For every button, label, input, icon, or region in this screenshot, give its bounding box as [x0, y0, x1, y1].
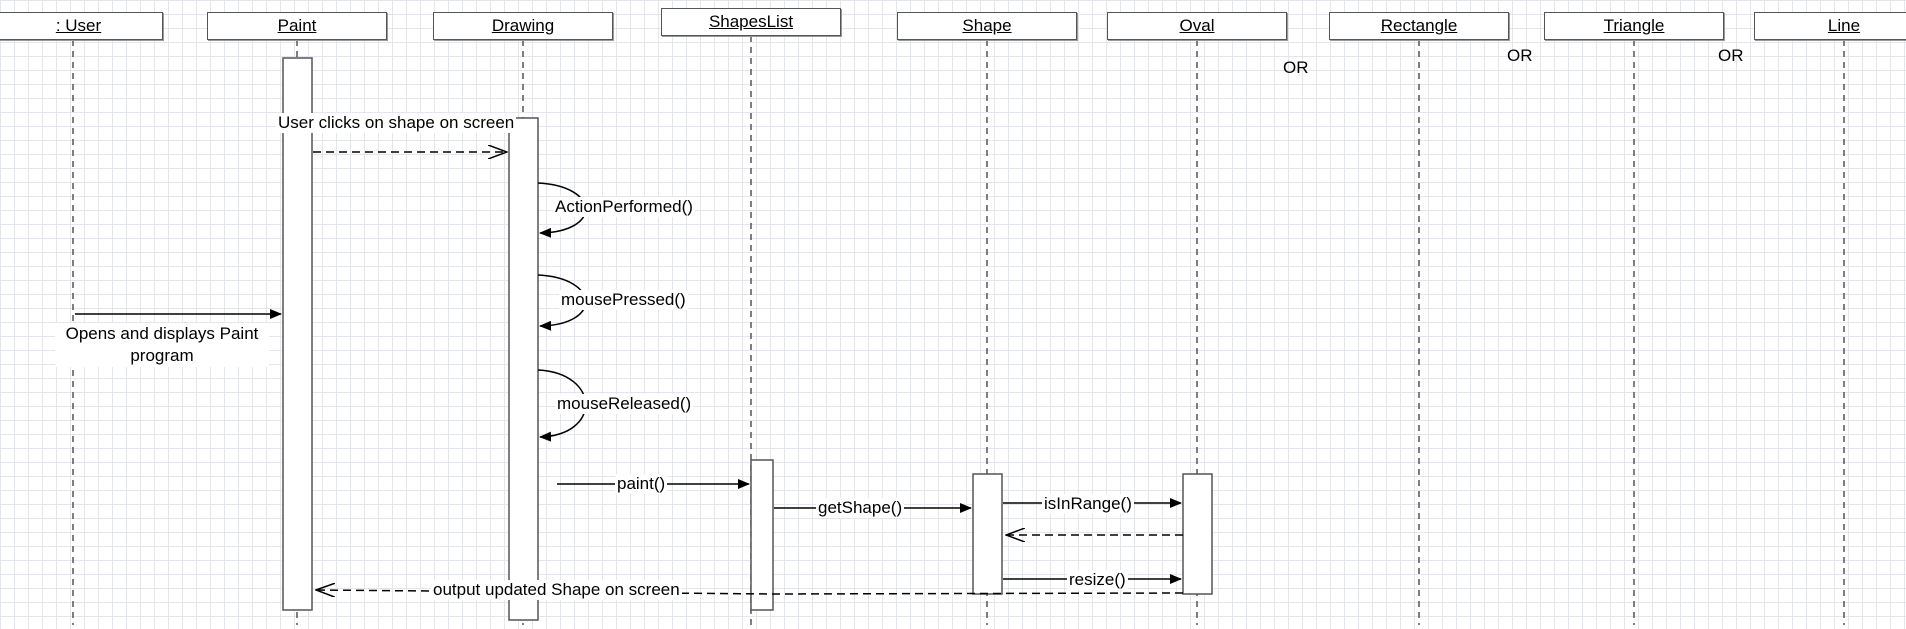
activation-drawing	[508, 117, 539, 621]
lifeline-header-shapeslist: ShapesList	[661, 8, 841, 36]
or-label-oval-rectangle: OR	[1283, 58, 1309, 77]
lifeline-header-paint: Paint	[207, 12, 387, 40]
lifeline-header-triangle: Triangle	[1544, 12, 1724, 40]
msg-output-updated-label: output updated Shape on screen	[431, 580, 682, 600]
activation-shape	[972, 473, 1003, 595]
activation-oval	[1182, 473, 1213, 595]
lifeline-header-shape: Shape	[897, 12, 1077, 40]
msg-paint-label: paint()	[615, 474, 668, 494]
msg-mouse-pressed-label: mousePressed()	[559, 290, 688, 310]
msg-user-clicks-label: User clicks on shape on screen	[276, 113, 517, 133]
msg-opens-paint-label: Opens and displays Paint program	[55, 323, 269, 367]
activation-paint	[282, 57, 313, 611]
msg-action-performed-label: ActionPerformed()	[553, 197, 695, 217]
msg-mouse-released-label: mouseReleased()	[555, 394, 694, 414]
lifeline-header-oval: Oval	[1107, 12, 1287, 40]
msg-getshape-label: getShape()	[816, 498, 905, 518]
activation-shapeslist	[750, 459, 774, 611]
lifeline-header-user: : User	[0, 12, 163, 40]
lifeline-header-rectangle: Rectangle	[1329, 12, 1509, 40]
lifeline-header-line: Line	[1754, 12, 1906, 40]
msg-output-updated-line	[316, 590, 1184, 594]
msg-resize-label: resize()	[1067, 570, 1128, 590]
lifeline-header-drawing: Drawing	[433, 12, 613, 40]
msg-isinrange-label: isInRange()	[1042, 494, 1134, 514]
or-label-rectangle-triangle: OR	[1507, 46, 1533, 65]
or-label-triangle-line: OR	[1718, 46, 1744, 65]
